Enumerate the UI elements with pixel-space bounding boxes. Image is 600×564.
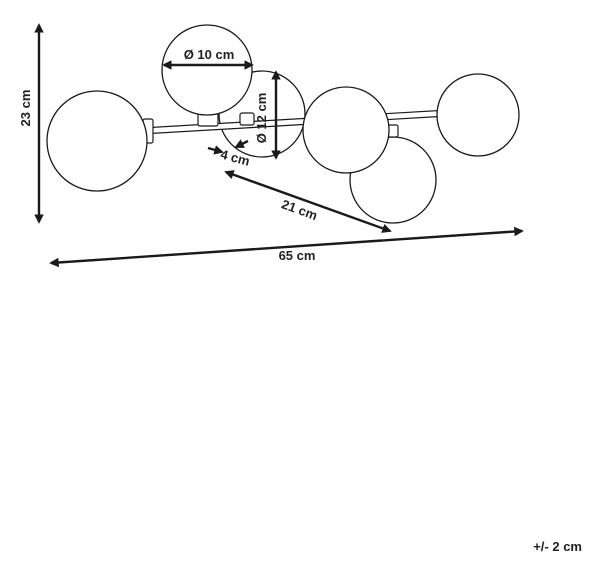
center-bracket bbox=[239, 112, 255, 126]
right-globe-shade bbox=[436, 73, 520, 157]
width-dimension-line bbox=[49, 226, 524, 268]
arm-length-label: 21 cm bbox=[280, 196, 320, 223]
small-shade-diameter-label: Ø 10 cm bbox=[184, 47, 235, 62]
width-label: 65 cm bbox=[279, 248, 316, 263]
offset-arrow-right bbox=[234, 139, 249, 149]
large-shade-diameter-label: Ø 12 cm bbox=[254, 93, 269, 144]
dimension-lines bbox=[34, 23, 524, 268]
left-globe-shade bbox=[46, 90, 148, 192]
offset-arrow-left bbox=[207, 145, 224, 155]
top-globe-shade bbox=[161, 24, 253, 116]
front-center-globe-shade bbox=[302, 86, 390, 174]
tolerance-label: +/- 2 cm bbox=[533, 539, 582, 554]
height-label: 23 cm bbox=[18, 90, 33, 127]
offset-label: 4 cm bbox=[219, 147, 252, 169]
ceiling-lamp-illustration bbox=[46, 24, 520, 224]
arm-length-dimension-line bbox=[224, 170, 392, 233]
